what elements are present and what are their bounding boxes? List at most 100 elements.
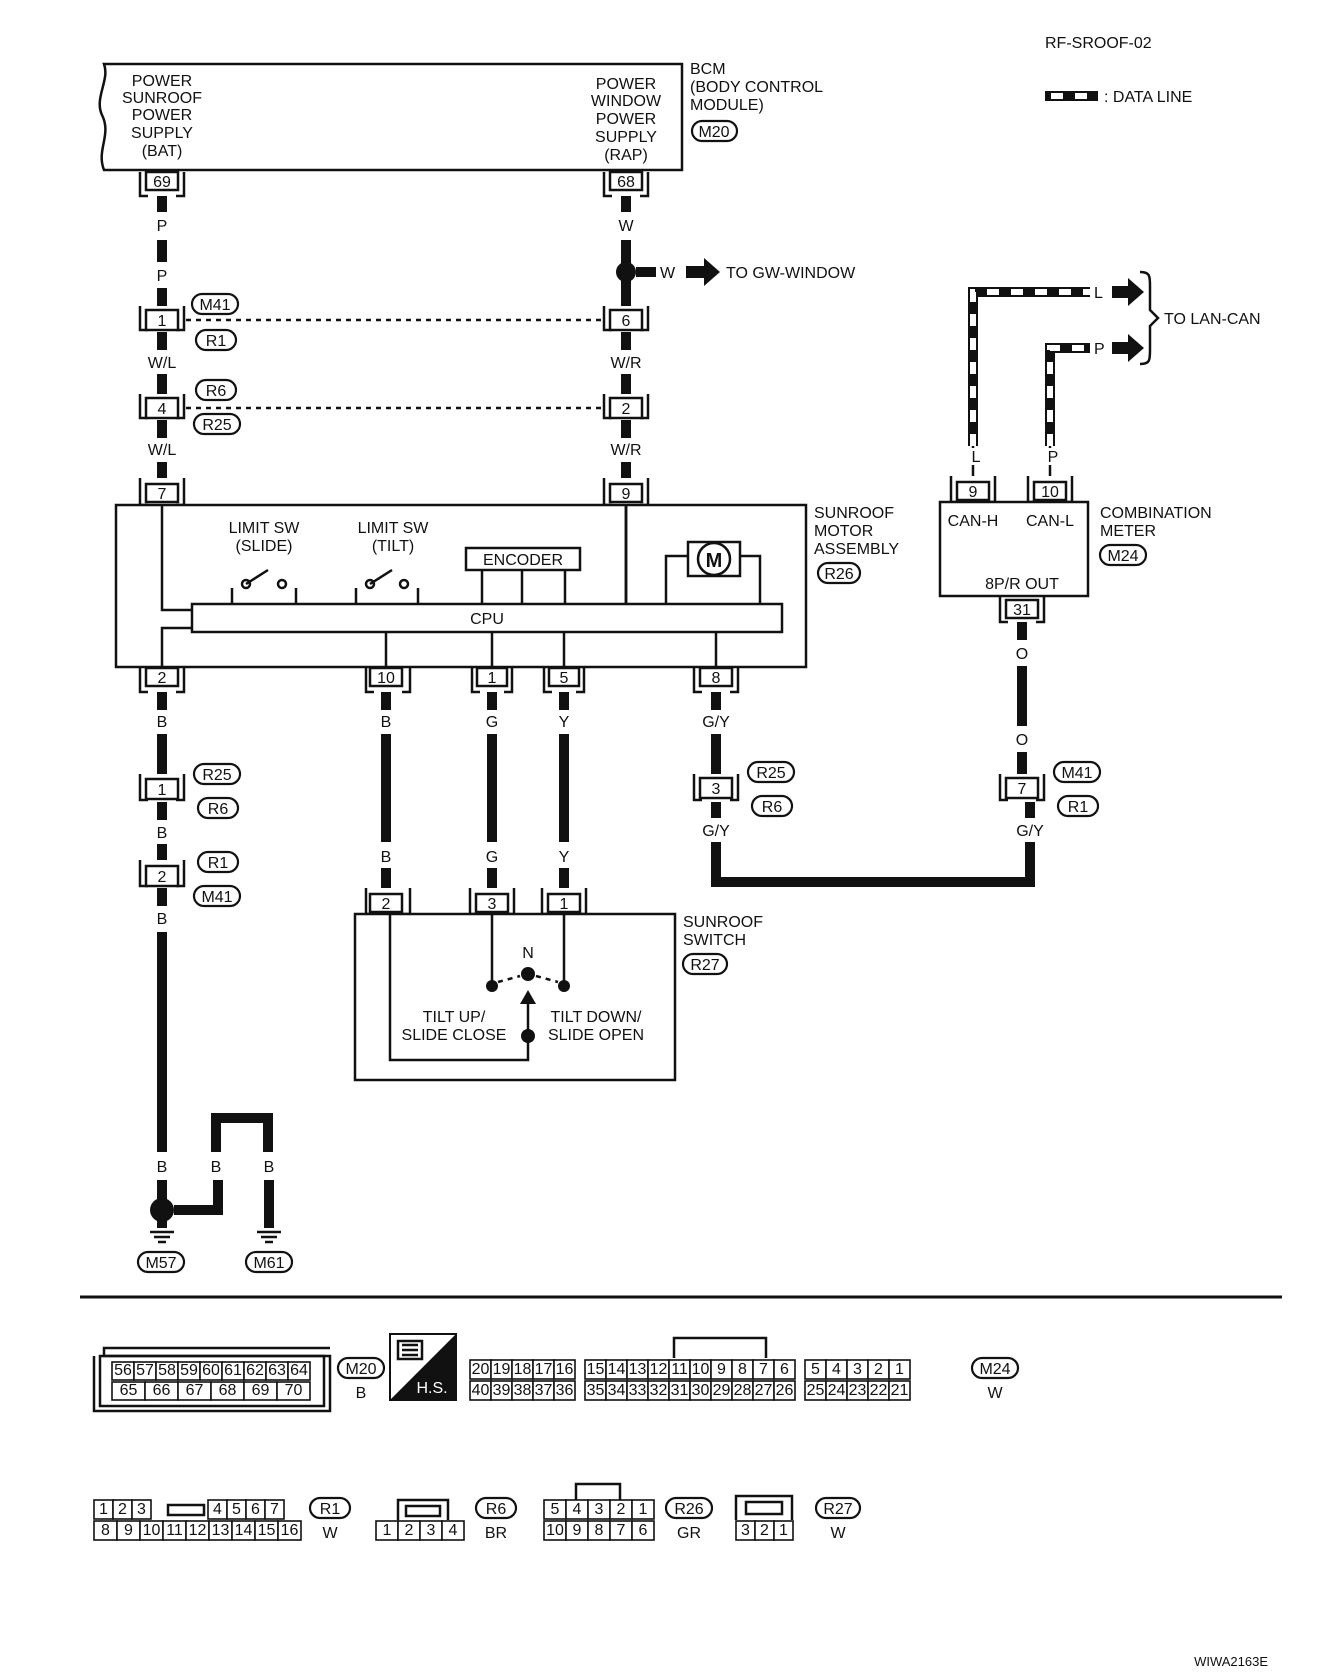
meter-pin-31: 31 [998,596,1046,624]
can-l-label: CAN-L [1026,513,1074,530]
pin-number: 57 [136,1362,154,1379]
connector-id: R26 [674,1501,703,1518]
pin-label: 7 [158,486,167,503]
pin-number: 21 [891,1382,909,1399]
pin-label: 3 [488,896,497,913]
connector-color: GR [677,1525,701,1542]
motor-pin-8: 8 [692,666,740,694]
switch-left-label-2: SLIDE CLOSE [402,1027,507,1044]
pin-cavity [287,1361,311,1381]
connector-id: M24 [979,1361,1010,1378]
footer-code: WIWA2163E [1194,1654,1268,1669]
pin-number: 14 [235,1522,253,1539]
ground-id: M61 [253,1255,284,1272]
limit-switch-tilt: LIMIT SW (TILT) [354,520,430,604]
pin-label: 1 [560,896,569,913]
pin-number: 4 [573,1501,582,1518]
arrow-lan-can-p [1112,334,1144,362]
bcm-left-label-1: POWER [132,73,192,90]
pin-number: 30 [692,1382,710,1399]
pin-cavity [888,1380,911,1401]
pin-number: 39 [493,1382,511,1399]
cpu-block: CPU [190,602,784,634]
pin-number: 17 [535,1361,553,1378]
pin-number: 27 [755,1382,773,1399]
connector-tag: R6 [762,799,783,816]
wire-wl-1: W/L [148,355,177,372]
pin-number: 2 [118,1501,127,1518]
pin-number: 20 [472,1361,490,1378]
meter-name-1: COMBINATION [1100,505,1212,522]
pin-label: 2 [382,896,391,913]
pin-number: 3 [595,1501,604,1518]
connector-tag: M41 [201,889,232,906]
pin-number: 59 [180,1362,198,1379]
connector-id: R27 [823,1501,852,1518]
joint-connector-6: 6 [602,306,650,332]
switch-pin-3: 3 [468,888,516,916]
pin-number: 8 [101,1522,110,1539]
motor-name-3: ASSEMBLY [814,541,899,558]
ground-splice [150,1198,174,1222]
pin-number: 6 [639,1522,648,1539]
motor-name-2: MOTOR [814,523,873,540]
wire-w-1: W [618,218,634,235]
bcm-right-label-4: SUPPLY [595,129,657,146]
pin-number: 12 [650,1361,668,1378]
connector-tag: R1 [1068,799,1089,816]
switch-pin-1: 1 [540,888,588,916]
bcm-right-label-2: WINDOW [591,93,662,110]
switch-right-label-2: SLIDE OPEN [548,1027,644,1044]
pin-label: 69 [153,174,171,191]
pin-number: 10 [692,1361,710,1378]
pin-number: 3 [741,1522,750,1539]
pin-number: 11 [166,1522,183,1539]
pin-cavity [773,1520,794,1541]
bcm-left-label-5: (BAT) [142,143,183,160]
data-line-legend-text: : DATA LINE [1104,89,1192,106]
pin-number: 12 [189,1522,207,1539]
wire-b-3: B [157,911,168,928]
limit-tilt-label-1: LIMIT SW [358,520,430,537]
pin-number: 64 [290,1362,308,1379]
meter-name-2: METER [1100,523,1156,540]
pin-number: 2 [760,1522,769,1539]
wire-wl-2: W/L [148,442,177,459]
connector-tag: R1 [206,333,227,350]
pin-number: 61 [224,1362,242,1379]
ground-symbol-m57: M57 [136,1230,186,1274]
switch-name-1: SUNROOF [683,914,763,931]
pin-label: 1 [158,782,167,799]
wire-b-sw-2: B [381,849,392,866]
pin-cavity [631,1499,655,1520]
switch-left-label-1: TILT UP/ [423,1009,486,1026]
sunroof-motor-assembly: LIMIT SW (SLIDE) LIMIT SW (TILT) ENCODER… [114,503,899,669]
motor-pin-7: 7 [138,478,186,507]
pin-number: 1 [779,1522,788,1539]
pin-number: 60 [202,1362,220,1379]
pin-label: 1 [158,313,167,330]
pin-number: 70 [285,1382,303,1399]
to-gw-window-label: TO GW-WINDOW [726,265,856,282]
pin-number: 6 [780,1361,789,1378]
pin-number: 7 [270,1501,279,1518]
connector-tag: R6 [206,383,227,400]
bcm-left-label-3: POWER [132,107,192,124]
connector-tag: M41 [1061,765,1092,782]
encoder-label: ENCODER [483,552,563,569]
pin-number: 29 [713,1382,731,1399]
wire-b-2: B [157,825,168,842]
pin-number: 9 [717,1361,726,1378]
arrow-gw-window [686,258,720,286]
switch-name-2: SWITCH [683,932,746,949]
connector-tag: R25 [756,765,785,782]
pin-cavity [276,1381,311,1401]
encoder: ENCODER [464,546,582,604]
connector-color: W [322,1525,338,1542]
pin-number: 13 [629,1361,647,1378]
pin-label: 10 [1041,484,1059,501]
